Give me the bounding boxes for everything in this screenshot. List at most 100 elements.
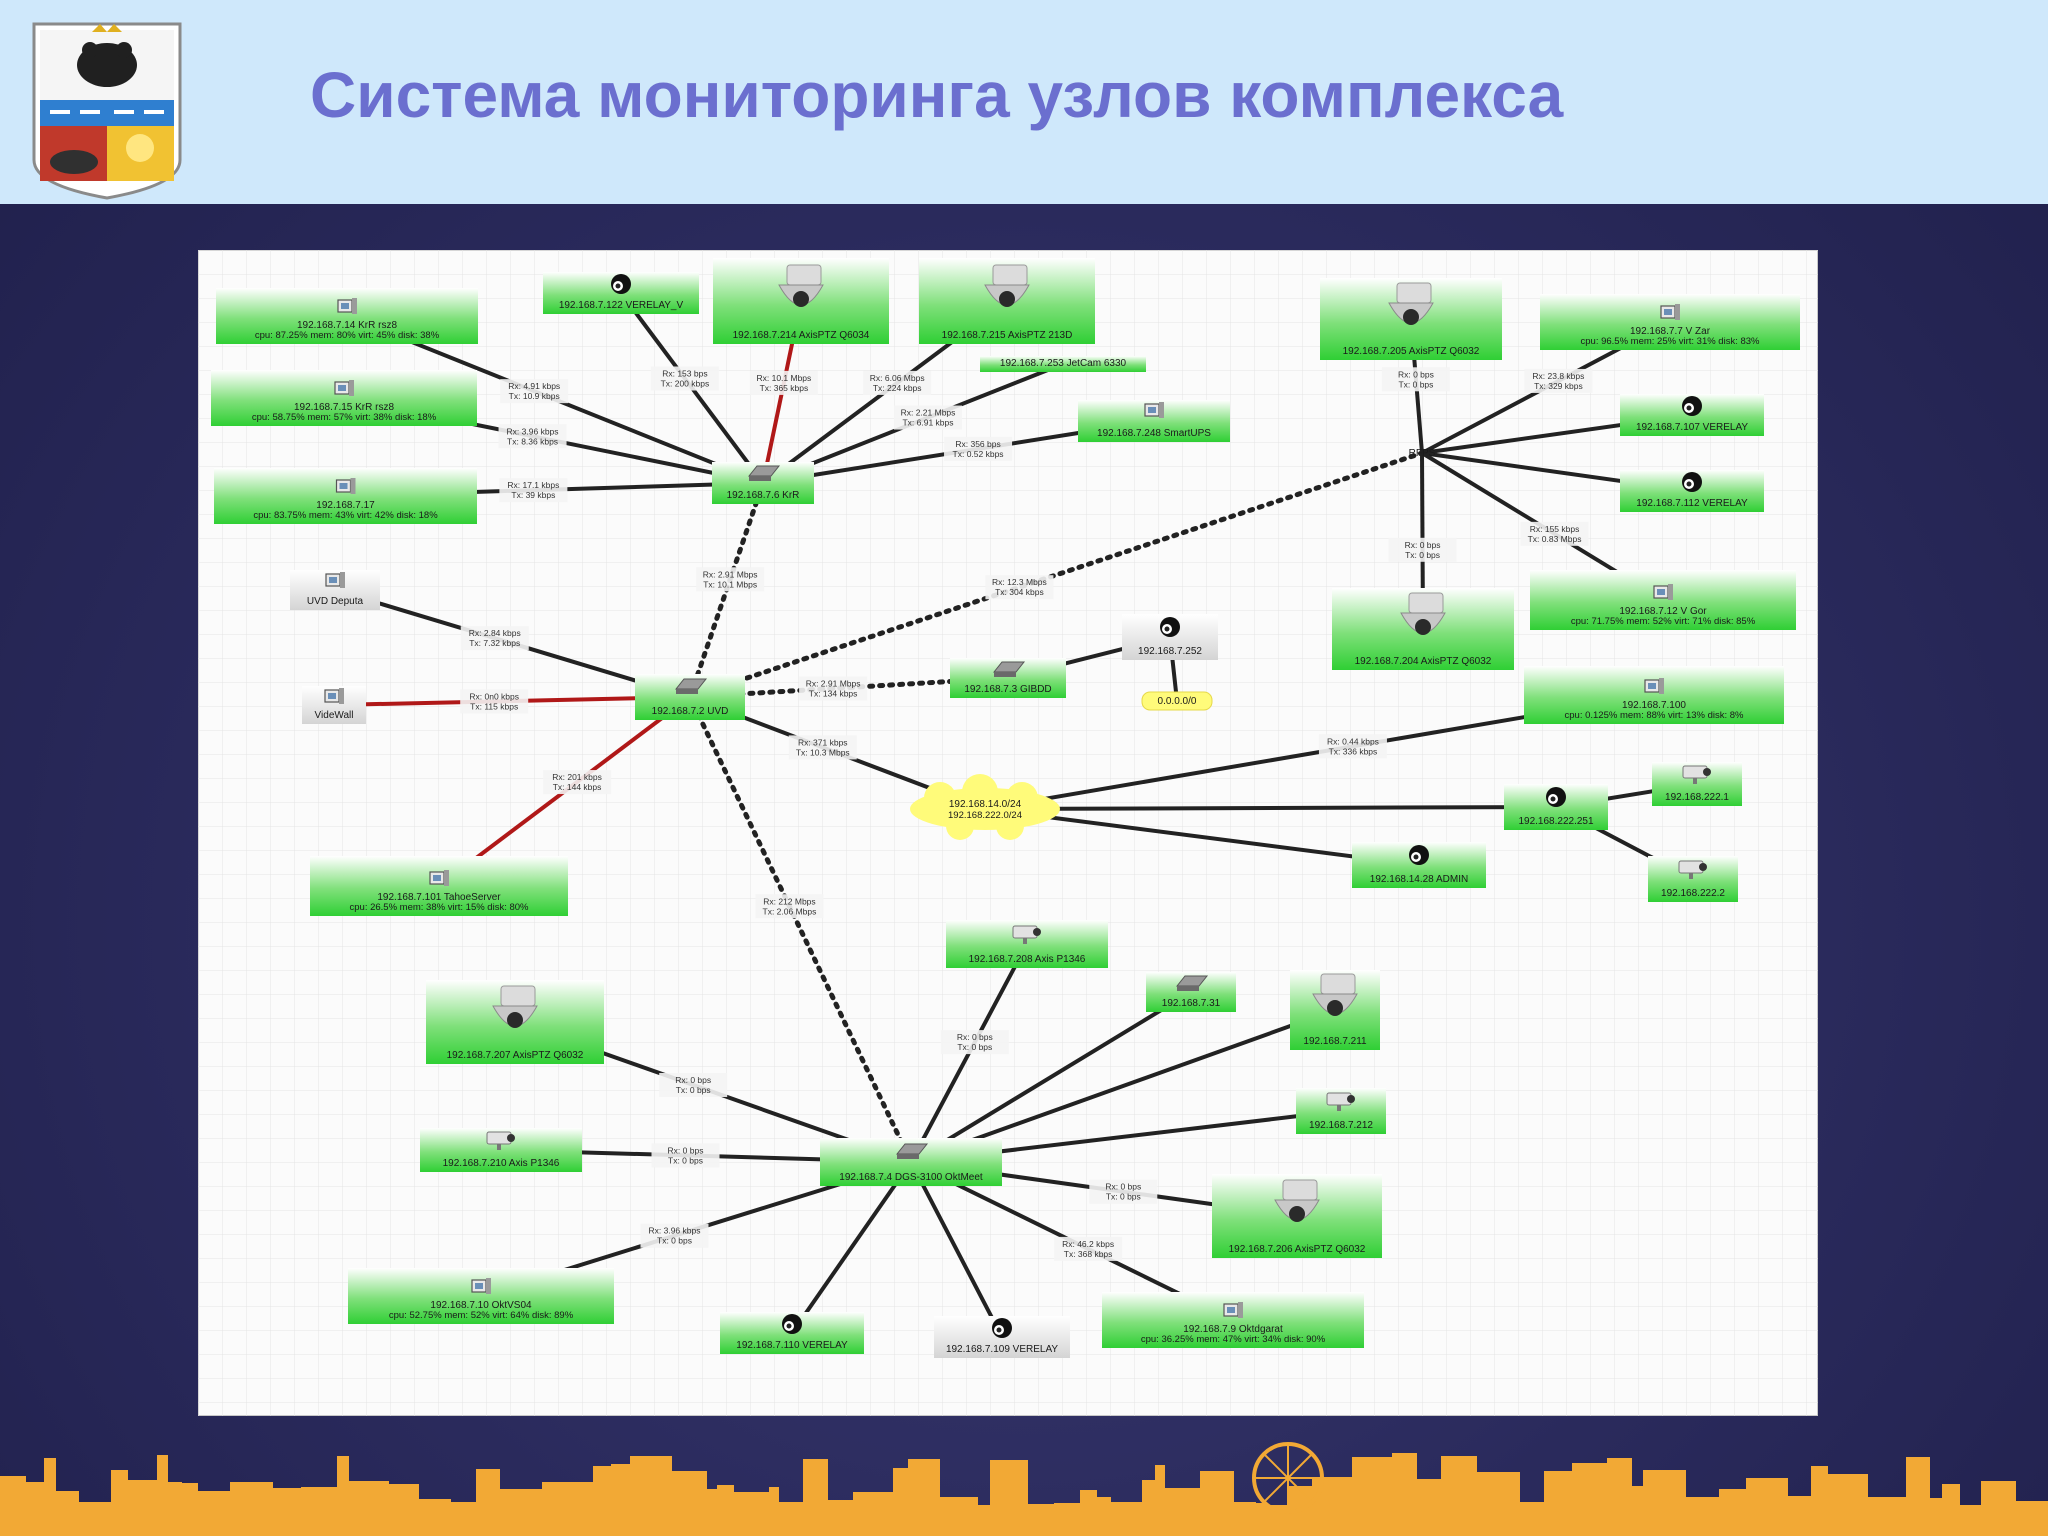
link-traffic-text: Tx: 39 kbps <box>511 490 555 500</box>
network-node[interactable]: 192.168.7.107 VERELAY <box>1620 394 1764 436</box>
network-node[interactable]: 192.168.7.252 <box>1122 614 1218 660</box>
network-node[interactable]: 192.168.222.251 <box>1504 784 1608 830</box>
link-traffic-text: Rx: 0 bps <box>1405 540 1441 550</box>
node-label: 192.168.7.208 Axis P1346 <box>969 954 1086 965</box>
cctv-camera-icon <box>1682 765 1711 784</box>
network-node[interactable]: 192.168.7.4 DGS-3100 OktMeet <box>820 1138 1002 1186</box>
link-traffic-text: Rx: 17.1 kbps <box>507 480 559 490</box>
camera-icon <box>1546 787 1566 807</box>
node-label: 192.168.7.212 <box>1309 1120 1373 1131</box>
network-node[interactable]: 192.168.7.212 <box>1296 1088 1386 1134</box>
network-node[interactable]: 192.168.7.207 AxisPTZ Q6032 <box>426 980 604 1064</box>
dome-camera-icon <box>778 264 824 307</box>
network-cloud-icon <box>910 774 1060 840</box>
dome-camera-icon <box>1400 592 1446 635</box>
network-node[interactable]: 192.168.7.206 AxisPTZ Q6032 <box>1212 1174 1382 1258</box>
node-label: 192.168.7.15 KrR rsz8 <box>294 402 394 413</box>
link-traffic-text: Tx: 0 bps <box>676 1085 711 1095</box>
link-traffic-text: Tx: 0.52 kbps <box>953 449 1004 459</box>
network-node[interactable]: 192.168.7.3 GIBDD <box>950 658 1066 698</box>
network-node[interactable]: 192.168.222.1 <box>1652 762 1742 806</box>
link-traffic-text: Rx: 23.8 kbps <box>1532 371 1584 381</box>
slide-title: Система мониторинга узлов комплекса <box>310 59 1564 131</box>
node-label: 192.168.222.2 <box>1661 888 1725 899</box>
link-traffic-text: Rx: 3.96 kbps <box>507 426 559 436</box>
link-traffic-text: Rx: 0 bps <box>1105 1182 1141 1192</box>
node-label: 192.168.222.1 <box>1665 792 1729 803</box>
link-traffic-text: Rx: 356 bps <box>955 439 1000 449</box>
node-label: 192.168.7.210 Axis P1346 <box>443 1158 560 1169</box>
network-node[interactable]: 192.168.14.28 ADMIN <box>1352 842 1486 888</box>
network-node[interactable]: 192.168.7.208 Axis P1346 <box>946 920 1108 968</box>
network-node[interactable]: 192.168.7.253 JetCam 6330 <box>980 356 1146 372</box>
link-traffic-text: Tx: 200 kbps <box>661 379 710 389</box>
network-node[interactable]: 192.168.7.248 SmartUPS <box>1078 400 1230 442</box>
link-traffic-text: Tx: 2.06 Mbps <box>763 906 817 916</box>
network-node[interactable]: 0.0.0.0/0 <box>1141 691 1213 711</box>
server-icon <box>1660 304 1680 320</box>
network-node[interactable]: 192.168.7.2 UVD <box>635 674 745 720</box>
link-traffic-text: Rx: 201 kbps <box>552 772 602 782</box>
network-node[interactable]: 192.168.7.215 AxisPTZ 213D <box>919 258 1095 344</box>
node-label: 192.168.7.7 V Zar <box>1630 326 1711 337</box>
node-label: 192.168.7.204 AxisPTZ Q6032 <box>1355 656 1492 667</box>
network-node[interactable]: 192.168.7.211 <box>1290 970 1380 1050</box>
slide-header: Система мониторинга узлов комплекса <box>0 0 2048 204</box>
link-traffic-text: Rx: 2.21 Mbps <box>901 408 956 418</box>
network-node[interactable]: 192.168.7.210 Axis P1346 <box>420 1128 582 1172</box>
network-node[interactable]: 192.168.7.204 AxisPTZ Q6032 <box>1332 588 1514 670</box>
switch-icon <box>1175 975 1209 991</box>
network-node[interactable]: 192.168.7.205 AxisPTZ Q6032 <box>1320 278 1502 360</box>
link-traffic-text: Tx: 7.32 kbps <box>469 638 520 648</box>
network-node[interactable]: 192.168.7.109 VERELAY <box>934 1316 1070 1358</box>
network-node[interactable]: 192.168.222.2 <box>1648 856 1738 902</box>
link-traffic-text: Tx: 8.36 kbps <box>507 436 558 446</box>
network-node[interactable]: 192.168.7.31 <box>1146 972 1236 1012</box>
network-node[interactable]: 192.168.7.112 VERELAY <box>1620 470 1764 512</box>
node-label: 192.168.7.122 VERELAY_V <box>559 300 684 311</box>
link-traffic-text: Tx: 304 kbps <box>995 587 1044 597</box>
network-node[interactable]: VideWall <box>302 686 366 724</box>
switch-icon <box>895 1143 929 1159</box>
link-traffic-text: Tx: 0 bps <box>668 1155 703 1165</box>
network-node[interactable]: 192.168.7.122 VERELAY_V <box>543 272 699 314</box>
server-icon <box>337 298 357 314</box>
link-traffic-text: Tx: 0 bps <box>657 1236 692 1246</box>
server-icon <box>429 870 449 886</box>
network-node[interactable]: UVD Deputa <box>290 570 380 610</box>
network-link-line <box>910 1008 1336 1164</box>
network-node[interactable]: RFPS <box>1409 448 1436 459</box>
network-node[interactable]: 192.168.7.110 VERELAY <box>720 1312 864 1354</box>
node-label: 192.168.7.101 TahoeServer <box>377 892 501 903</box>
network-node[interactable]: 192.168.7.6 KrR <box>712 462 814 504</box>
link-traffic-text: Rx: 0 bps <box>675 1075 711 1085</box>
link-traffic-text: Rx: 46.2 kbps <box>1062 1239 1114 1249</box>
link-traffic-text: Rx: 155 kbps <box>1530 524 1580 534</box>
node-label: 192.168.7.206 AxisPTZ Q6032 <box>1229 1244 1366 1255</box>
node-label: cpu: 58.75% mem: 57% virt: 38% disk: 18% <box>252 412 437 423</box>
node-label: 192.168.7.109 VERELAY <box>946 1344 1058 1355</box>
dome-camera-icon <box>1312 973 1358 1016</box>
network-node[interactable]: 192.168.7.214 AxisPTZ Q6034 <box>713 258 889 344</box>
node-label: 192.168.7.252 <box>1138 646 1202 657</box>
node-label: 192.168.222.0/24 <box>948 810 1022 821</box>
